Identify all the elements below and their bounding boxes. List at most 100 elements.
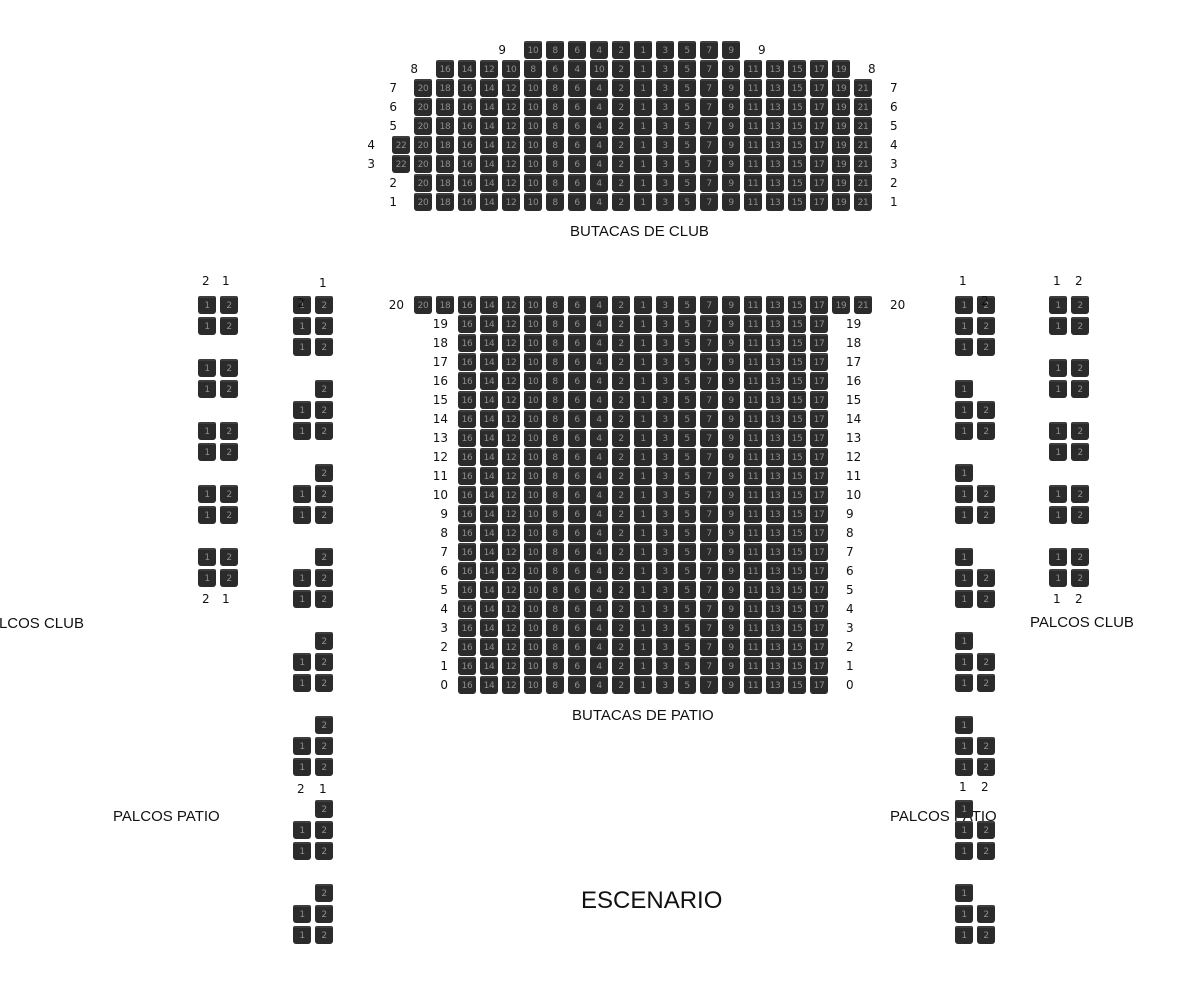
- club-seat[interactable]: 16: [458, 136, 476, 154]
- patio-seat[interactable]: 15: [788, 505, 806, 523]
- box-seat[interactable]: 2: [1071, 548, 1089, 566]
- club-seat[interactable]: 15: [788, 117, 806, 135]
- box-seat[interactable]: 2: [977, 296, 995, 314]
- patio-seat[interactable]: 9: [722, 429, 740, 447]
- box-seat[interactable]: 2: [315, 884, 333, 902]
- club-seat[interactable]: 6: [568, 98, 586, 116]
- patio-seat[interactable]: 15: [788, 391, 806, 409]
- patio-seat[interactable]: 9: [722, 657, 740, 675]
- patio-seat[interactable]: 5: [678, 600, 696, 618]
- patio-seat[interactable]: 18: [436, 296, 454, 314]
- patio-seat[interactable]: 11: [744, 448, 762, 466]
- box-seat[interactable]: 1: [955, 800, 973, 818]
- patio-seat[interactable]: 6: [568, 334, 586, 352]
- box-seat[interactable]: 2: [977, 506, 995, 524]
- box-seat[interactable]: 2: [977, 821, 995, 839]
- patio-seat[interactable]: 10: [524, 372, 542, 390]
- club-seat[interactable]: 3: [656, 174, 674, 192]
- box-seat[interactable]: 2: [1071, 296, 1089, 314]
- patio-seat[interactable]: 13: [766, 524, 784, 542]
- patio-seat[interactable]: 16: [458, 391, 476, 409]
- box-seat[interactable]: 2: [315, 590, 333, 608]
- club-seat[interactable]: 16: [458, 117, 476, 135]
- patio-seat[interactable]: 1: [634, 505, 652, 523]
- patio-seat[interactable]: 4: [590, 638, 608, 656]
- box-seat[interactable]: 2: [1071, 422, 1089, 440]
- box-seat[interactable]: 2: [977, 905, 995, 923]
- patio-seat[interactable]: 13: [766, 581, 784, 599]
- patio-seat[interactable]: 14: [480, 619, 498, 637]
- box-seat[interactable]: 1: [293, 926, 311, 944]
- patio-seat[interactable]: 2: [612, 543, 630, 561]
- box-seat[interactable]: 2: [977, 653, 995, 671]
- patio-seat[interactable]: 12: [502, 315, 520, 333]
- club-seat[interactable]: 2: [612, 174, 630, 192]
- patio-seat[interactable]: 8: [546, 657, 564, 675]
- patio-seat[interactable]: 12: [502, 619, 520, 637]
- patio-seat[interactable]: 7: [700, 353, 718, 371]
- box-seat[interactable]: 2: [315, 821, 333, 839]
- club-seat[interactable]: 1: [634, 174, 652, 192]
- patio-seat[interactable]: 13: [766, 657, 784, 675]
- patio-seat[interactable]: 4: [590, 562, 608, 580]
- patio-seat[interactable]: 1: [634, 581, 652, 599]
- patio-seat[interactable]: 2: [612, 448, 630, 466]
- patio-seat[interactable]: 14: [480, 676, 498, 694]
- club-seat[interactable]: 21: [854, 174, 872, 192]
- club-seat[interactable]: 9: [722, 136, 740, 154]
- patio-seat[interactable]: 12: [502, 505, 520, 523]
- patio-seat[interactable]: 12: [502, 486, 520, 504]
- club-seat[interactable]: 15: [788, 98, 806, 116]
- box-seat[interactable]: 1: [955, 569, 973, 587]
- patio-seat[interactable]: 1: [634, 600, 652, 618]
- box-seat[interactable]: 1: [955, 905, 973, 923]
- club-seat[interactable]: 15: [788, 79, 806, 97]
- patio-seat[interactable]: 20: [414, 296, 432, 314]
- patio-seat[interactable]: 7: [700, 676, 718, 694]
- box-seat[interactable]: 1: [293, 821, 311, 839]
- patio-seat[interactable]: 11: [744, 638, 762, 656]
- patio-seat[interactable]: 7: [700, 448, 718, 466]
- box-seat[interactable]: 1: [1049, 506, 1067, 524]
- box-seat[interactable]: 1: [955, 737, 973, 755]
- club-seat[interactable]: 13: [766, 98, 784, 116]
- patio-seat[interactable]: 9: [722, 315, 740, 333]
- club-seat[interactable]: 4: [590, 193, 608, 211]
- patio-seat[interactable]: 6: [568, 676, 586, 694]
- patio-seat[interactable]: 3: [656, 315, 674, 333]
- patio-seat[interactable]: 15: [788, 467, 806, 485]
- club-seat[interactable]: 19: [832, 60, 850, 78]
- box-seat[interactable]: 2: [1071, 380, 1089, 398]
- patio-seat[interactable]: 15: [788, 562, 806, 580]
- club-seat[interactable]: 21: [854, 155, 872, 173]
- box-seat[interactable]: 1: [1049, 548, 1067, 566]
- patio-seat[interactable]: 13: [766, 334, 784, 352]
- patio-seat[interactable]: 12: [502, 676, 520, 694]
- patio-seat[interactable]: 3: [656, 657, 674, 675]
- patio-seat[interactable]: 7: [700, 581, 718, 599]
- patio-seat[interactable]: 15: [788, 581, 806, 599]
- patio-seat[interactable]: 10: [524, 334, 542, 352]
- patio-seat[interactable]: 5: [678, 315, 696, 333]
- patio-seat[interactable]: 3: [656, 486, 674, 504]
- patio-seat[interactable]: 17: [810, 562, 828, 580]
- club-seat[interactable]: 6: [568, 41, 586, 59]
- patio-seat[interactable]: 10: [524, 600, 542, 618]
- patio-seat[interactable]: 9: [722, 448, 740, 466]
- patio-seat[interactable]: 14: [480, 391, 498, 409]
- patio-seat[interactable]: 9: [722, 581, 740, 599]
- patio-seat[interactable]: 3: [656, 638, 674, 656]
- box-seat[interactable]: 1: [955, 632, 973, 650]
- club-seat[interactable]: 10: [590, 60, 608, 78]
- patio-seat[interactable]: 3: [656, 334, 674, 352]
- patio-seat[interactable]: 10: [524, 315, 542, 333]
- patio-seat[interactable]: 17: [810, 429, 828, 447]
- patio-seat[interactable]: 13: [766, 505, 784, 523]
- club-seat[interactable]: 20: [414, 174, 432, 192]
- club-seat[interactable]: 7: [700, 98, 718, 116]
- patio-seat[interactable]: 5: [678, 467, 696, 485]
- patio-seat[interactable]: 14: [480, 600, 498, 618]
- patio-seat[interactable]: 8: [546, 296, 564, 314]
- club-seat[interactable]: 5: [678, 41, 696, 59]
- patio-seat[interactable]: 4: [590, 429, 608, 447]
